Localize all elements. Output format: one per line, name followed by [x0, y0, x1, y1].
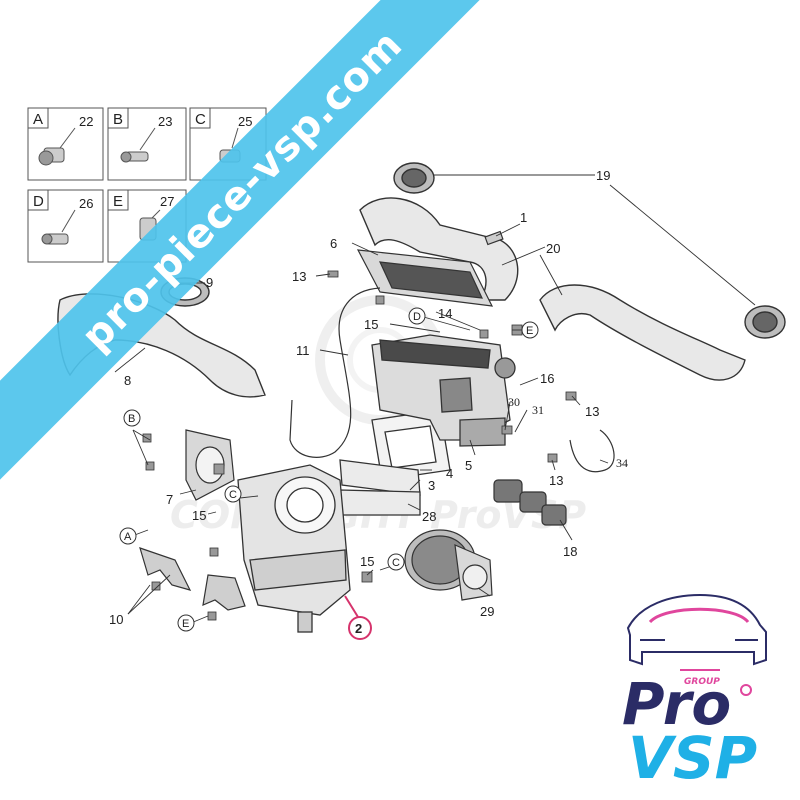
heater-assembly: [339, 334, 516, 516]
ref-c-right: C: [392, 557, 400, 569]
logo-group-tag: GROUP: [684, 677, 720, 687]
callout-1: 1: [520, 210, 527, 225]
legend-box-b: B 23: [107, 107, 187, 181]
legend-letter-b: B: [113, 111, 123, 128]
legend-letter-c: C: [195, 111, 206, 128]
callout-15-top: 15: [364, 317, 378, 332]
grille-6: [356, 230, 504, 307]
foam-28: [339, 489, 421, 516]
duct-19: [359, 197, 519, 301]
callout-13-low: 13: [549, 473, 563, 488]
legend-part-a: 22: [79, 114, 93, 129]
logo-word-vsp: VSP: [628, 724, 757, 792]
callout-13-right: 13: [585, 404, 599, 419]
callout-18: 18: [563, 544, 577, 559]
callout-2: 2: [355, 621, 362, 636]
highlight-callout-2: 2: [344, 595, 372, 640]
brackets-10: [139, 547, 246, 611]
callout-5: 5: [465, 458, 472, 473]
callout-28: 28: [422, 509, 436, 524]
ref-c-left: C: [229, 489, 237, 501]
ref-e-right: E: [526, 325, 533, 337]
logo-word-pro: Pro: [622, 670, 731, 738]
callout-19: 19: [596, 168, 610, 183]
cable-34: [569, 429, 615, 473]
hoses: [57, 162, 786, 398]
cables: [289, 287, 615, 473]
watermark-text: pro-piece-vsp.com: [73, 21, 412, 360]
legend-box-a: A 22: [27, 107, 104, 181]
ref-a: A: [124, 531, 132, 543]
legend-letter-d: D: [33, 193, 44, 210]
logo-car-outline: [626, 593, 767, 666]
legend-part-d: 26: [79, 196, 93, 211]
callout-29: 29: [480, 604, 494, 619]
ref-b: B: [128, 413, 135, 425]
callout-30: 30: [508, 395, 520, 409]
duct-20: [539, 284, 746, 381]
callout-20: 20: [546, 241, 560, 256]
ref-e-left: E: [182, 618, 189, 630]
callout-10: 10: [109, 612, 123, 627]
watermark-band: [0, 0, 594, 580]
callout-34: 34: [616, 456, 628, 470]
callout-15-left: 15: [192, 508, 206, 523]
callout-3: 3: [428, 478, 435, 493]
logo-hex-dot: [740, 684, 752, 696]
callout-15-mid: 15: [360, 554, 374, 569]
callout-8: 8: [124, 373, 131, 388]
legend-box-d: D 26: [27, 189, 104, 263]
ref-d: D: [413, 311, 421, 323]
callout-14: 14: [438, 306, 452, 321]
cable-11: [289, 287, 381, 458]
provsp-logo: GROUP Pro VSP: [622, 593, 767, 792]
callout-11: 11: [296, 343, 310, 358]
legend-part-c: 25: [238, 114, 252, 129]
callout-7: 7: [166, 492, 173, 507]
callout-16: 16: [540, 371, 554, 386]
callout-4: 4: [446, 466, 453, 481]
callout-9: 9: [206, 275, 213, 290]
blower-housing-2: [237, 464, 351, 633]
callout-numbers: 1 6 20 19 13 9 11 14 15 8 16 13 30 31 5 …: [109, 168, 628, 627]
legend-letter-a: A: [33, 111, 43, 128]
blower-motor-29: [404, 529, 493, 601]
circle-refs: B A C C D E E: [119, 307, 539, 632]
callout-13-top: 13: [292, 269, 306, 284]
legend-part-e: 27: [160, 194, 174, 209]
legend-part-b: 23: [158, 114, 172, 129]
callout-6: 6: [330, 236, 337, 251]
legend-letter-e: E: [113, 193, 123, 210]
callout-31: 31: [532, 403, 544, 417]
